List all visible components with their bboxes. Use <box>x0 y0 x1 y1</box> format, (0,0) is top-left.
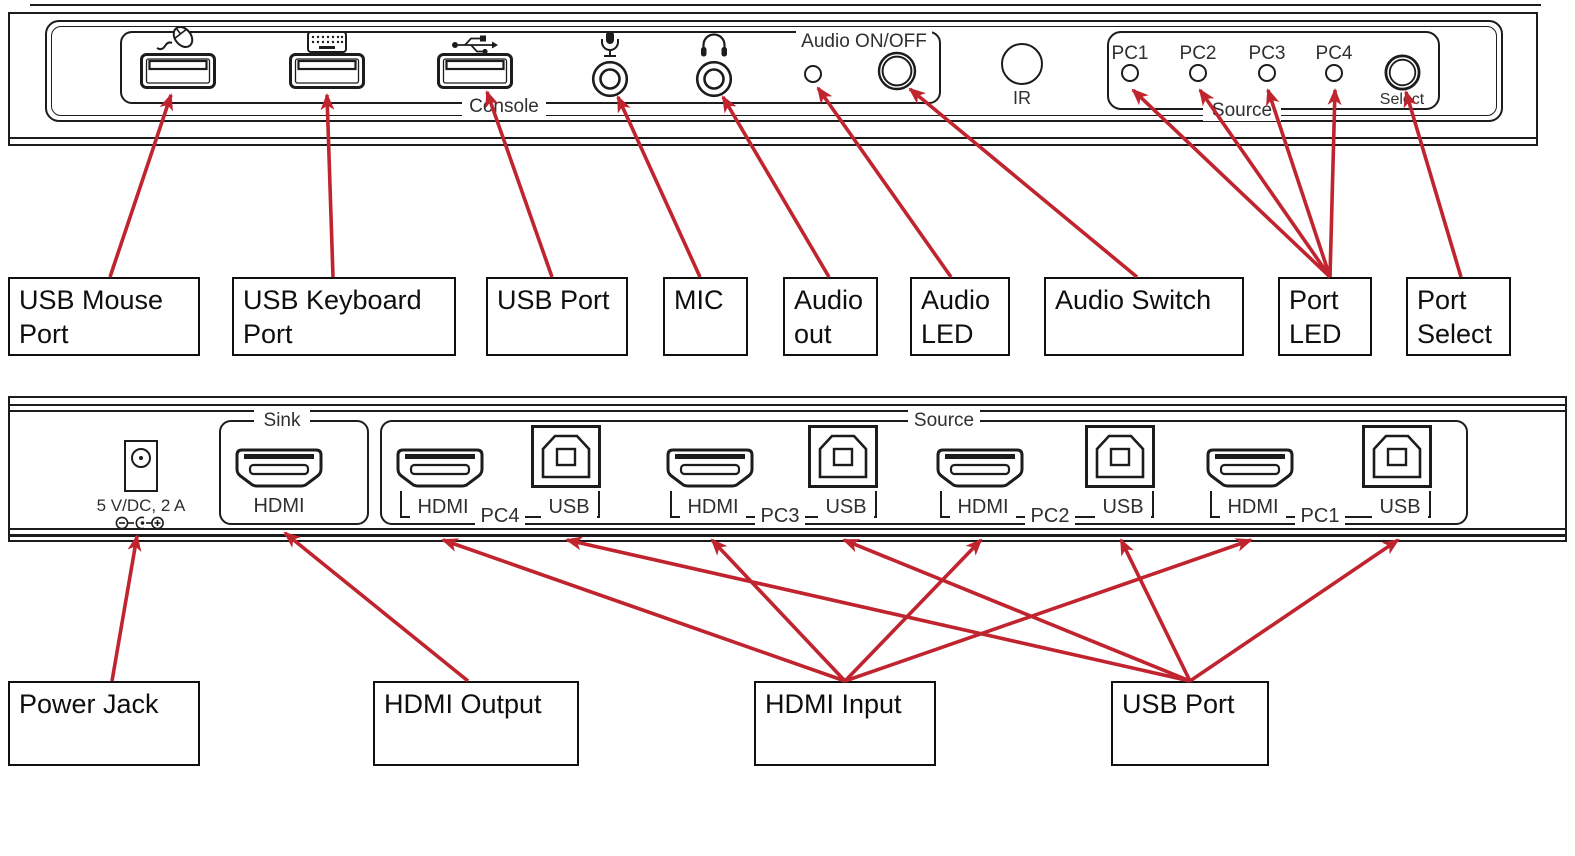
pc2-bracket-tick-left <box>940 491 942 517</box>
front-top-edge-line <box>30 4 1541 6</box>
audio-led <box>804 65 822 83</box>
pc2-hdmi-label: HDMI <box>950 496 1016 518</box>
audio-switch-label: Audio ON/OFF <box>796 31 932 52</box>
callout-hdmi-output: HDMI Output <box>373 681 579 766</box>
rear-bottom-line-1 <box>10 528 1565 530</box>
microphone-icon <box>601 31 619 57</box>
console-group-label: Console <box>462 96 546 117</box>
pc4-bracket-tick-left <box>400 491 402 517</box>
port-select-button <box>1384 54 1421 91</box>
callout-usb-port-rear: USB Port <box>1111 681 1269 766</box>
pc1-led <box>1121 64 1139 82</box>
callout-usb-keyboard-port: USB Keyboard Port <box>232 277 456 356</box>
usb-b-port-pc4 <box>531 425 601 488</box>
mic-jack <box>591 60 629 98</box>
rear-top-line-2 <box>10 410 1565 412</box>
pc3-led <box>1258 64 1276 82</box>
pc3-hdmi-label: HDMI <box>680 496 746 518</box>
callout-audio-out: Audio out <box>783 277 878 356</box>
polarity-icon <box>115 516 164 530</box>
hdmi-output-port <box>235 448 323 488</box>
callout-port-led: Port LED <box>1278 277 1372 356</box>
pc4-led <box>1325 64 1343 82</box>
pc3-usb-label: USB <box>818 496 874 518</box>
pc1-group-label: PC1 <box>1295 505 1345 527</box>
usb-console-port <box>437 53 513 89</box>
pc3-bracket-tick-left <box>670 491 672 517</box>
mouse-icon <box>156 26 194 51</box>
callout-hdmi-input: HDMI Input <box>754 681 936 766</box>
hdmi-output-label: HDMI <box>253 495 305 517</box>
usb-b-port-pc3 <box>808 425 878 488</box>
select-button-label: Select <box>1379 91 1425 108</box>
pc1-indicator-label: PC1 <box>1111 43 1149 64</box>
sink-group-label: Sink <box>254 410 310 431</box>
pc4-indicator-label: PC4 <box>1315 43 1353 64</box>
usb-b-port-pc2 <box>1085 425 1155 488</box>
pc4-bracket-tick-right <box>598 491 600 517</box>
ir-label: IR <box>1013 88 1031 108</box>
pc1-usb-label: USB <box>1372 496 1428 518</box>
callout-audio-switch: Audio Switch <box>1044 277 1244 356</box>
pc2-indicator-label: PC2 <box>1179 43 1217 64</box>
audio-out-jack <box>695 60 733 98</box>
callout-usb-port-front: USB Port <box>486 277 628 356</box>
pc4-group-label: PC4 <box>475 505 525 527</box>
source-group-label-front: Source <box>1203 100 1281 121</box>
source-group-label-rear: Source <box>908 410 980 431</box>
pc3-group-label: PC3 <box>755 505 805 527</box>
usb-mouse-port <box>140 53 216 89</box>
callout-usb-mouse-port: USB Mouse Port <box>8 277 200 356</box>
headphones-icon <box>701 33 727 57</box>
front-bottom-inner-line <box>10 137 1536 139</box>
hdmi-input-port-pc4 <box>396 448 484 488</box>
usb-b-port-pc1 <box>1362 425 1432 488</box>
pc2-usb-label: USB <box>1095 496 1151 518</box>
hdmi-input-port-pc3 <box>666 448 754 488</box>
rear-bottom-line-2 <box>10 534 1565 537</box>
pc2-group-label: PC2 <box>1025 505 1075 527</box>
pc4-usb-label: USB <box>541 496 597 518</box>
hdmi-input-port-pc1 <box>1206 448 1294 488</box>
power-rating-label: 5 V/DC, 2 A <box>96 496 186 515</box>
pc2-led <box>1189 64 1207 82</box>
pc1-bracket-tick-left <box>1210 491 1212 517</box>
audio-onoff-button <box>877 51 917 91</box>
power-jack-pin-dot <box>139 456 143 460</box>
rear-top-line-1 <box>10 404 1565 406</box>
callout-port-select: Port Select <box>1406 277 1511 356</box>
hdmi-input-port-pc2 <box>936 448 1024 488</box>
power-jack <box>124 440 158 492</box>
callout-mic: MIC <box>663 277 748 356</box>
callout-power-jack: Power Jack <box>8 681 200 766</box>
ir-receiver <box>1001 43 1043 85</box>
pc3-bracket-tick-right <box>875 491 877 517</box>
pc1-bracket-tick-right <box>1429 491 1431 517</box>
pc3-indicator-label: PC3 <box>1248 43 1286 64</box>
pc4-hdmi-label: HDMI <box>410 496 476 518</box>
pc1-hdmi-label: HDMI <box>1220 496 1286 518</box>
pc2-bracket-tick-right <box>1152 491 1154 517</box>
keyboard-icon <box>307 31 347 53</box>
usb-keyboard-port <box>289 53 365 89</box>
callout-audio-led: Audio LED <box>910 277 1010 356</box>
usb-icon <box>452 35 498 54</box>
